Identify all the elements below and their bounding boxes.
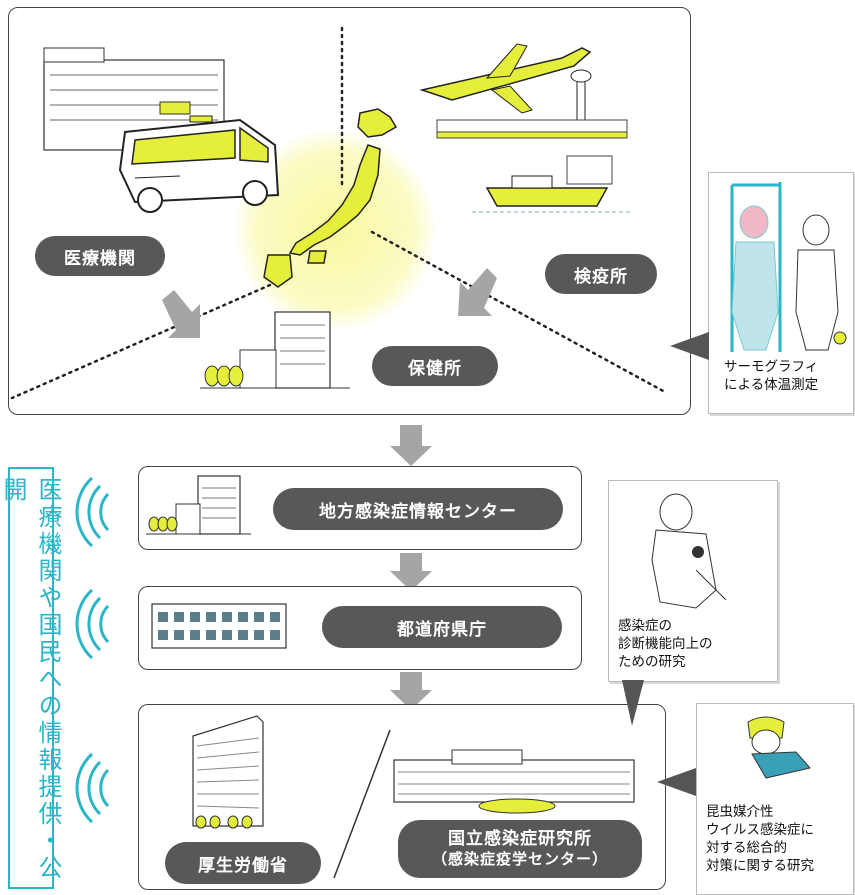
quarantine-station-label: 検疫所	[545, 254, 657, 294]
medical-institution-label: 医療機関	[35, 236, 165, 276]
local-center-label: 地方感染症情報センター	[273, 488, 563, 530]
researcher-illustration	[651, 493, 727, 609]
health-center-building	[200, 311, 350, 389]
japan-map	[263, 108, 398, 288]
insect-researcher-illustration	[747, 716, 811, 779]
thermography-caption: サーモグラフィ による体温測定	[724, 359, 819, 393]
info-provision-caption: 医療機関や国民への情報提供・公開	[0, 477, 62, 882]
callout-pointer-thermo	[670, 332, 709, 360]
niid-name: 国立感染症研究所	[448, 829, 592, 849]
callout-pointer-insect	[657, 768, 696, 796]
info-provision-caption-box: 医療機関や国民への情報提供・公開	[0, 467, 62, 889]
health-center-label: 保健所	[372, 346, 498, 386]
airport-ship-illustration	[419, 43, 632, 213]
callout-pointer-diagnosis	[622, 680, 644, 726]
prefecture-label: 都道府県庁	[322, 606, 562, 648]
niid-building	[393, 749, 635, 814]
insect-research-caption: 昆虫媒介性 ウイルス感染症に 対する総合的 対策に関する研究	[706, 804, 814, 874]
niid-subname: （感染症疫学センター）	[431, 850, 608, 868]
local-center-building	[146, 475, 251, 535]
hospital-ambulance-illustration	[43, 47, 280, 213]
niid-label: 国立感染症研究所 （感染症疫学センター）	[398, 820, 642, 878]
prefecture-building	[151, 603, 287, 649]
thermography-illustration	[730, 182, 847, 352]
mhlw-label: 厚生労働省	[165, 842, 321, 884]
divider-slash	[333, 729, 391, 879]
mhlw-building	[192, 715, 264, 829]
diagnosis-research-caption: 感染症の 診断機能向上の ための研究	[618, 618, 713, 670]
